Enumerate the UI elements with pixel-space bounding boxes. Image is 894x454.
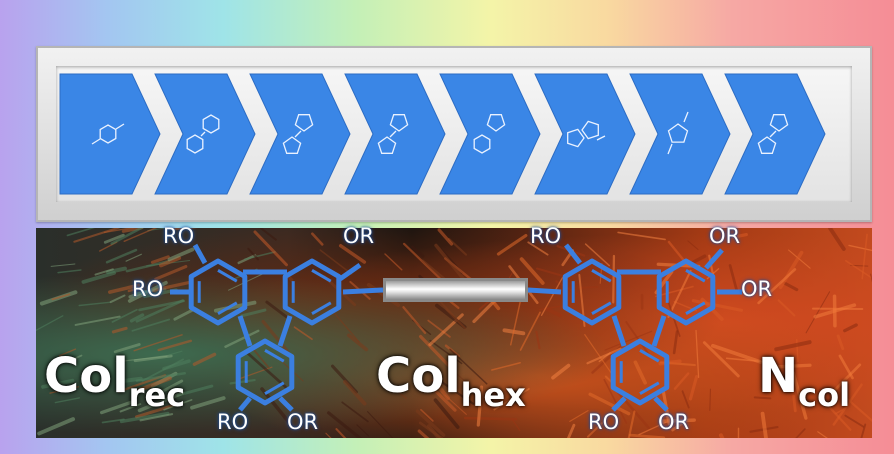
substituent-or-bottom-right: OR <box>658 410 690 434</box>
molecule-bonds <box>170 243 742 412</box>
arrow-track <box>56 66 852 202</box>
substituent-ro-mid-left: RO <box>132 277 164 301</box>
substituent-ro-top-right: RO <box>530 224 562 248</box>
arrow-4-bithiophene <box>344 73 446 195</box>
arrow-1-benzene <box>59 73 161 195</box>
substituent-or-bottom-left: OR <box>287 410 319 434</box>
substituent-ro-top-left: RO <box>163 224 195 248</box>
central-core-bar <box>383 278 528 302</box>
phase-label-main: Col <box>44 348 129 404</box>
phase-label-col-hex: Colhex <box>376 352 526 411</box>
phase-label-main: Col <box>376 348 461 404</box>
substituent-or-top-center: OR <box>343 224 375 248</box>
phase-label-n-col: Ncol <box>758 352 850 411</box>
arrow-7-thiophene <box>629 73 731 195</box>
substituent-ro-bottom-right: RO <box>588 410 620 434</box>
phase-label-col-rec: Colrec <box>44 352 185 411</box>
arrow-3-bithiophene <box>249 73 351 195</box>
substituent-or-top-right: OR <box>709 224 741 248</box>
arrow-8-bithiophene <box>724 73 826 195</box>
phase-label-sub: hex <box>460 376 526 414</box>
substituent-ro-bottom-left: RO <box>217 410 249 434</box>
phase-label-main: N <box>758 348 799 404</box>
arrow-track-frame <box>36 46 872 222</box>
micrograph-panel <box>36 228 872 438</box>
arrow-2-biphenyl <box>154 73 256 195</box>
arrow-5-phenyl-thiophene <box>439 73 541 195</box>
substituent-or-mid-right: OR <box>741 277 773 301</box>
arrow-sequence <box>59 73 826 195</box>
arrow-6-fused-heterocycle <box>534 73 636 195</box>
phase-label-sub: rec <box>128 376 186 414</box>
phase-label-sub: col <box>798 376 851 414</box>
